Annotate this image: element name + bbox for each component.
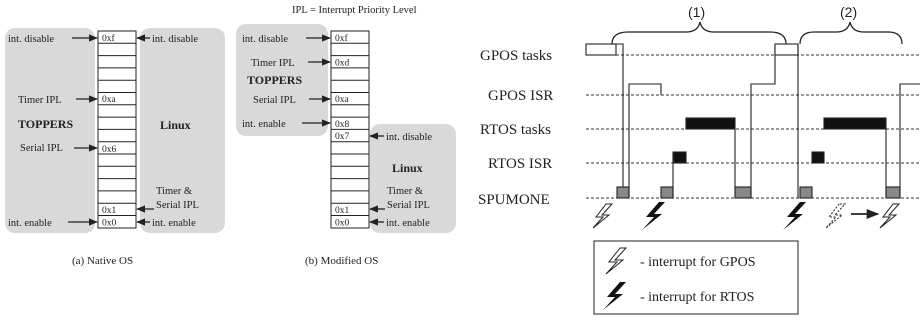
row-label-gpos-tasks: GPOS tasks — [480, 48, 552, 64]
row-label-rtos-tasks: RTOS tasks — [480, 122, 551, 138]
timer-ipl-label-left: Timer IPL — [18, 95, 62, 106]
toppers-label-native: TOPPERS — [18, 117, 73, 131]
slot-0x0-label: 0x0 — [102, 219, 117, 229]
timer-serial-label-right-1: Timer & — [156, 186, 192, 197]
timer-serial-label-modified-1: Timer & — [387, 186, 423, 197]
int-enable-label-modified-left: int. enable — [242, 119, 286, 130]
int-disable-label-modified-left: int. disable — [242, 34, 288, 45]
int-disable-label-left: int. disable — [8, 34, 54, 45]
slot-0xd-label-modified: 0xd — [335, 59, 350, 69]
linux-panel-modified — [370, 124, 456, 233]
phase2-brace — [799, 21, 903, 45]
phase1-brace — [611, 21, 787, 45]
ipl-table-native — [97, 30, 137, 229]
ipl-note: IPL = Interrupt Priority Level — [292, 5, 417, 16]
toppers-panel — [5, 28, 95, 233]
slot-0xf-label-modified: 0xf — [335, 33, 349, 44]
linux-label-native: Linux — [160, 118, 191, 132]
row-label-gpos-isr: GPOS ISR — [488, 88, 553, 104]
row-label-spumone: SPUMONE — [478, 192, 550, 208]
int-disable-label-right: int. disable — [152, 34, 198, 45]
slot-0x1-label-modified: 0x1 — [335, 206, 350, 216]
interrupt-rtos-icon-1 — [642, 202, 665, 230]
linux-panel — [140, 28, 225, 233]
serial-ipl-label-modified: Serial IPL — [253, 95, 296, 106]
execution-trace — [585, 43, 920, 199]
legend-rtos-icon — [603, 282, 626, 310]
slot-0x8-label-modified: 0x8 — [335, 120, 350, 130]
slot-0x1-label: 0x1 — [102, 206, 117, 216]
slot-0x6-label: 0x6 — [102, 145, 117, 155]
int-disable-label-modified-right: int. disable — [386, 132, 432, 143]
linux-label-modified: Linux — [392, 161, 423, 175]
caption-native: (a) Native OS — [72, 255, 133, 267]
interrupt-gpos-pending-icon — [825, 203, 847, 229]
toppers-label-modified: TOPPERS — [247, 73, 302, 87]
timer-ipl-label-modified: Timer IPL — [251, 58, 295, 69]
legend-rtos-label: - interrupt for RTOS — [640, 290, 754, 305]
interrupt-gpos-icon-2 — [879, 203, 901, 229]
legend-gpos-label: - interrupt for GPOS — [640, 255, 756, 270]
interrupt-rtos-icon-2 — [783, 202, 806, 230]
timer-serial-label-modified-2: Serial IPL — [387, 200, 430, 211]
legend-box — [593, 240, 799, 315]
slot-0xa-label: 0xa — [102, 95, 117, 105]
row-label-rtos-isr: RTOS ISR — [488, 156, 552, 172]
int-enable-label-left: int. enable — [8, 218, 52, 229]
interrupt-gpos-icon-1 — [592, 203, 614, 229]
phase2-label: (2) — [840, 4, 857, 20]
phase1-label: (1) — [688, 4, 705, 20]
timer-serial-label-right-2: Serial IPL — [156, 200, 199, 211]
slot-0x0-label-modified: 0x0 — [335, 219, 350, 229]
modified-os-diagram: IPL = Interrupt Priority Level 0xf 0xd 0… — [236, 5, 456, 267]
legend-gpos-icon — [605, 247, 628, 275]
caption-modified: (b) Modified OS — [305, 255, 378, 267]
timeline-diagram: (1) (2) GPOS tasks GPOS ISR RTOS tasks R… — [478, 4, 920, 315]
int-enable-label-modified-right: int. enable — [386, 218, 430, 229]
native-os-diagram: 0xf 0xa 0x6 0x1 0x0 int. disable Timer I… — [5, 28, 225, 267]
ipl-table-modified — [330, 30, 370, 229]
toppers-panel-modified — [236, 24, 328, 136]
serial-ipl-label-left: Serial IPL — [20, 143, 63, 154]
int-enable-label-right: int. enable — [152, 218, 196, 229]
slot-0xf-label: 0xf — [102, 33, 116, 44]
slot-0x7-label-modified: 0x7 — [335, 132, 350, 142]
slot-0xa-label-modified: 0xa — [335, 95, 350, 105]
row-guides — [586, 54, 920, 199]
